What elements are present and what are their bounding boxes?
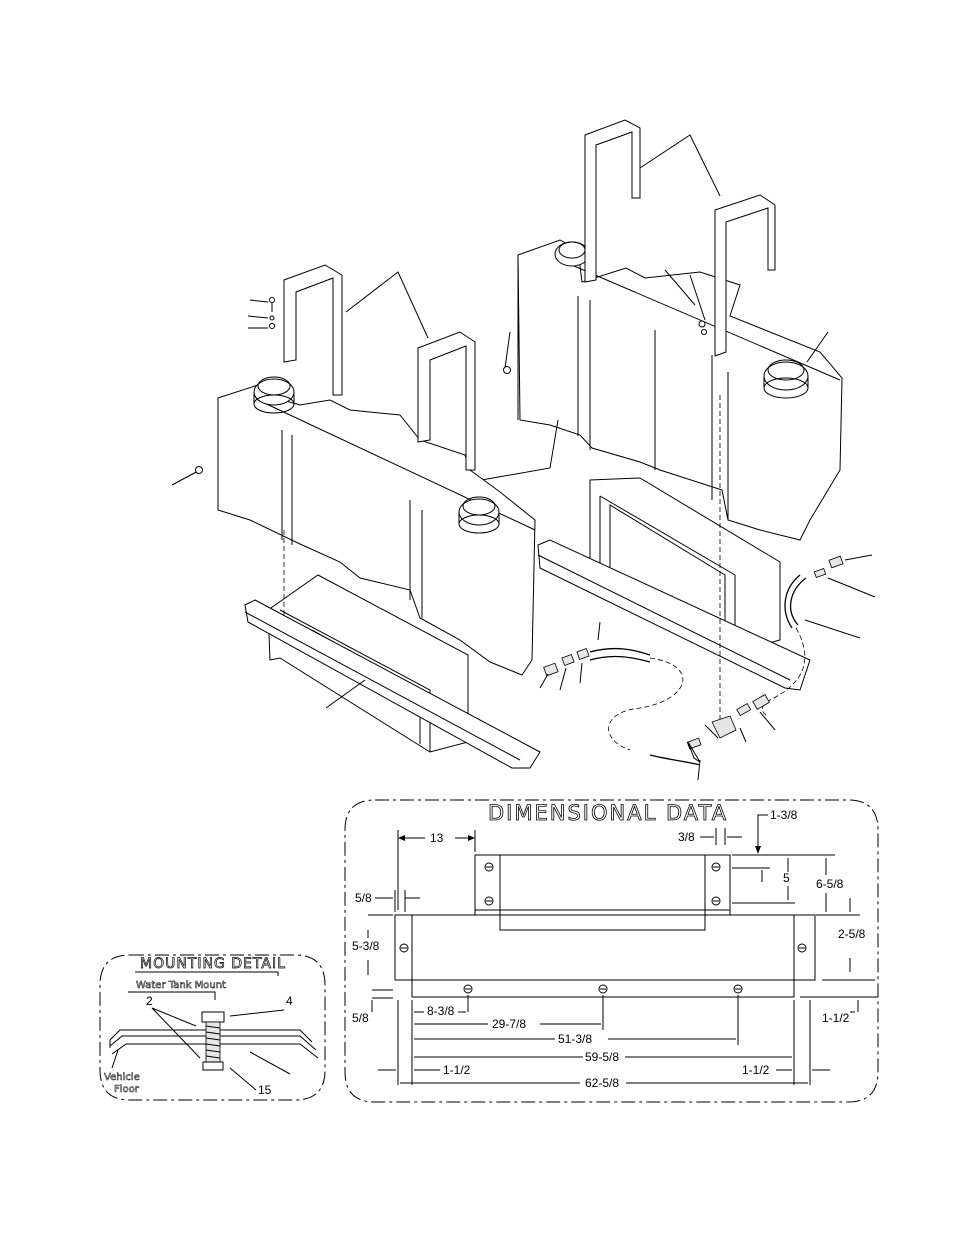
mount-nut [202,1061,224,1071]
mount-bolt-head [201,1011,225,1023]
left-tank-strap-front [417,331,476,471]
dimensional-data-title: DIMENSIONAL DATA [488,801,728,825]
dim-59-5-8: 59-5/8 [585,1050,619,1064]
tee-fitting [711,715,737,739]
dim-13: 13 [430,831,444,845]
dim-5-8-top: 5/8 [355,891,372,905]
dim-1-1-2-mid: 1-1/2 [742,1063,770,1077]
dim-51-3-8: 51-3/8 [558,1032,592,1046]
dim-29-7-8: 29-7/8 [492,1017,526,1031]
right-tank-strap-front [714,194,776,357]
dim-1-3-8: 1-3/8 [770,808,798,822]
dim-5-8-bottom: 5/8 [352,1011,369,1025]
dim-3-8: 3/8 [678,830,695,844]
dim-8-3-8: 8-3/8 [427,1004,455,1018]
right-tank-strap-rear [584,119,641,283]
dim-2-5-8: 2-5/8 [838,927,866,941]
left-floor-rail [244,599,541,769]
callout-4: 4 [286,994,293,1008]
floor-label: Floor [114,1084,140,1095]
right-tank-assembly [469,119,876,720]
left-drain-hose [589,647,651,656]
right-tank-body [517,239,843,541]
right-floor-rail [537,539,811,691]
dim-5-3-8: 5-3/8 [352,939,380,953]
dim-62-5-8: 62-5/8 [585,1076,619,1090]
right-tank-fill-cap-front [763,361,809,391]
dimensional-data-border [344,799,879,1103]
left-tank-fill-cap-rear [253,378,295,406]
left-tank-fill-cap-front [458,498,500,526]
left-tank-body [217,384,536,676]
right-drain-hose [789,577,807,626]
dim-1-1-2-right: 1-1/2 [822,1011,850,1025]
left-tank-strap-rear [283,264,343,396]
tank-outline-bottom [394,914,816,981]
callout-15: 15 [258,1083,272,1097]
mounting-detail-title: MOUNTING DETAIL [140,956,286,972]
water-tank-mount-label: Water Tank Mount [136,980,226,991]
dim-5: 5 [783,871,790,885]
dimensional-data-panel: DIMENSIONAL DATA 13 3/8 [344,799,879,1103]
left-tank-assembly [171,264,776,781]
dim-6-5-8: 6-5/8 [816,877,844,891]
mounting-detail-panel: MOUNTING DETAIL Water Tank Mount 2 4 15 … [99,954,326,1101]
tank-outline-top [474,854,731,911]
callout-2: 2 [146,994,153,1008]
mounting-detail-border [99,954,326,1101]
vehicle-label: Vehicle [104,1072,140,1083]
dim-1-1-2-left: 1-1/2 [443,1063,471,1077]
